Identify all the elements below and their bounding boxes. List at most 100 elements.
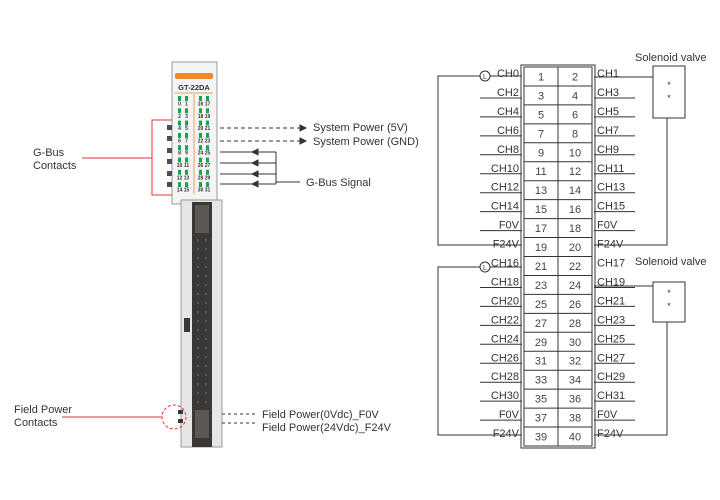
led-label: 13: [184, 175, 190, 181]
terminal-pin-number: 6: [572, 109, 578, 121]
led-indicator: [178, 182, 181, 188]
terminal-pin-number: 33: [535, 375, 547, 387]
led-indicator: [178, 120, 181, 126]
terminal-pin-number: 22: [569, 261, 581, 273]
field-power-contacts-label-2: Contacts: [14, 417, 58, 429]
left-channel-label: F0V: [499, 220, 520, 232]
left-channel-label: CH30: [491, 390, 519, 402]
led-label: 2: [178, 114, 181, 120]
led-label: 14: [177, 188, 183, 194]
terminal-pin-number: 16: [569, 204, 581, 216]
right-channel-label: CH7: [597, 125, 619, 137]
led-label: 21: [205, 126, 211, 132]
left-channel-label: CH0: [497, 68, 519, 80]
valve-mark: *: [667, 80, 671, 90]
right-channel-label: F0V: [597, 409, 618, 421]
led-label: 29: [205, 175, 211, 181]
field-power-0v-label: Field Power(0Vdc)_F0V: [262, 409, 379, 421]
terminal-pin-number: 12: [569, 166, 581, 178]
terminal-pin-number: 8: [572, 128, 578, 140]
led-label: 24: [198, 151, 204, 157]
terminal-pin-number: 15: [535, 204, 547, 216]
led-indicator: [185, 145, 188, 151]
right-channel-label: CH27: [597, 352, 625, 364]
led-indicator: [185, 157, 188, 163]
right-channel-label: CH11: [597, 163, 624, 175]
led-indicator: [199, 96, 202, 101]
led-label: 15: [184, 188, 190, 194]
led-indicator: [199, 132, 202, 138]
right-channel-label: CH1: [597, 68, 619, 80]
right-channel-label: CH13: [597, 182, 625, 194]
led-indicator: [199, 182, 202, 188]
terminal-pin-number: 14: [569, 185, 581, 197]
terminal-pin-number: 11: [535, 166, 546, 178]
terminal-pin-number: 38: [569, 413, 581, 425]
field-power-callout: [62, 404, 258, 430]
lamp-icon: [479, 70, 491, 82]
valve-mark: *: [667, 93, 671, 103]
led-label: 8: [178, 151, 181, 157]
terminal-pin-number: 25: [535, 299, 547, 311]
led-indicator: [178, 108, 181, 114]
led-label: 4: [178, 126, 181, 132]
led-indicator: [206, 145, 209, 151]
left-channel-label: CH20: [491, 295, 519, 307]
terminal-pin-number: 18: [569, 223, 581, 235]
gbus-contacts-label-2: Contacts: [33, 160, 77, 172]
led-label: 26: [198, 163, 204, 169]
left-channel-label: CH10: [491, 163, 519, 175]
terminal-pin-number: 31: [535, 356, 547, 368]
gbus-contacts: [167, 125, 172, 187]
left-channel-label: CH26: [491, 352, 519, 364]
terminal-pin-number: 20: [569, 242, 581, 254]
terminal-pin-number: 37: [535, 413, 547, 425]
system-power-gnd-label: System Power (GND): [313, 136, 419, 148]
lamp-symbol: L: [483, 74, 487, 81]
left-channel-label: F24V: [493, 428, 520, 440]
right-channel-label: CH5: [597, 106, 619, 118]
terminal-connector: [192, 202, 212, 447]
right-channel-label: CH17: [597, 258, 625, 270]
valve-mark: *: [667, 288, 671, 298]
terminal-pin-number: 39: [535, 432, 547, 444]
field-power-contacts-label-1: Field Power: [14, 404, 72, 416]
right-channel-label: CH25: [597, 333, 625, 345]
right-channel-label: CH29: [597, 371, 625, 383]
led-indicator: [178, 169, 181, 175]
led-indicator: [199, 108, 202, 114]
module-orange-tab: [175, 73, 213, 79]
led-label: 20: [198, 126, 204, 132]
led-indicator: [206, 108, 209, 114]
valve-mark: *: [667, 301, 671, 311]
led-indicator: [206, 169, 209, 175]
led-label: 25: [205, 151, 211, 157]
right-channel-label: CH21: [597, 295, 625, 307]
right-channel-label: CH9: [597, 144, 619, 156]
gbus-contacts-label-1: G-Bus: [33, 147, 65, 159]
terminal-pin-number: 23: [535, 280, 547, 292]
led-label: 5: [185, 126, 188, 132]
terminal-pin-number: 26: [569, 299, 581, 311]
gbus-signal-arrows: [220, 148, 300, 188]
left-channel-label: CH24: [491, 333, 519, 345]
led-indicator: [199, 145, 202, 151]
led-label: 12: [177, 175, 183, 181]
led-indicator: [206, 96, 209, 101]
module-name: GT-22DA: [178, 83, 210, 92]
led-label: 0: [178, 102, 181, 108]
circuit-2: [437, 266, 686, 436]
left-channel-label: CH4: [497, 106, 519, 118]
right-channel-label: CH19: [597, 276, 625, 288]
connector-pins: [197, 239, 207, 403]
led-indicator: [199, 120, 202, 126]
led-indicator: [185, 169, 188, 175]
lamp-symbol: L: [483, 265, 487, 272]
led-indicator: [178, 96, 181, 101]
led-indicator: [206, 132, 209, 138]
terminal-pin-number: 2: [572, 71, 578, 83]
led-label: 1: [185, 102, 188, 108]
led-indicator: [199, 157, 202, 163]
